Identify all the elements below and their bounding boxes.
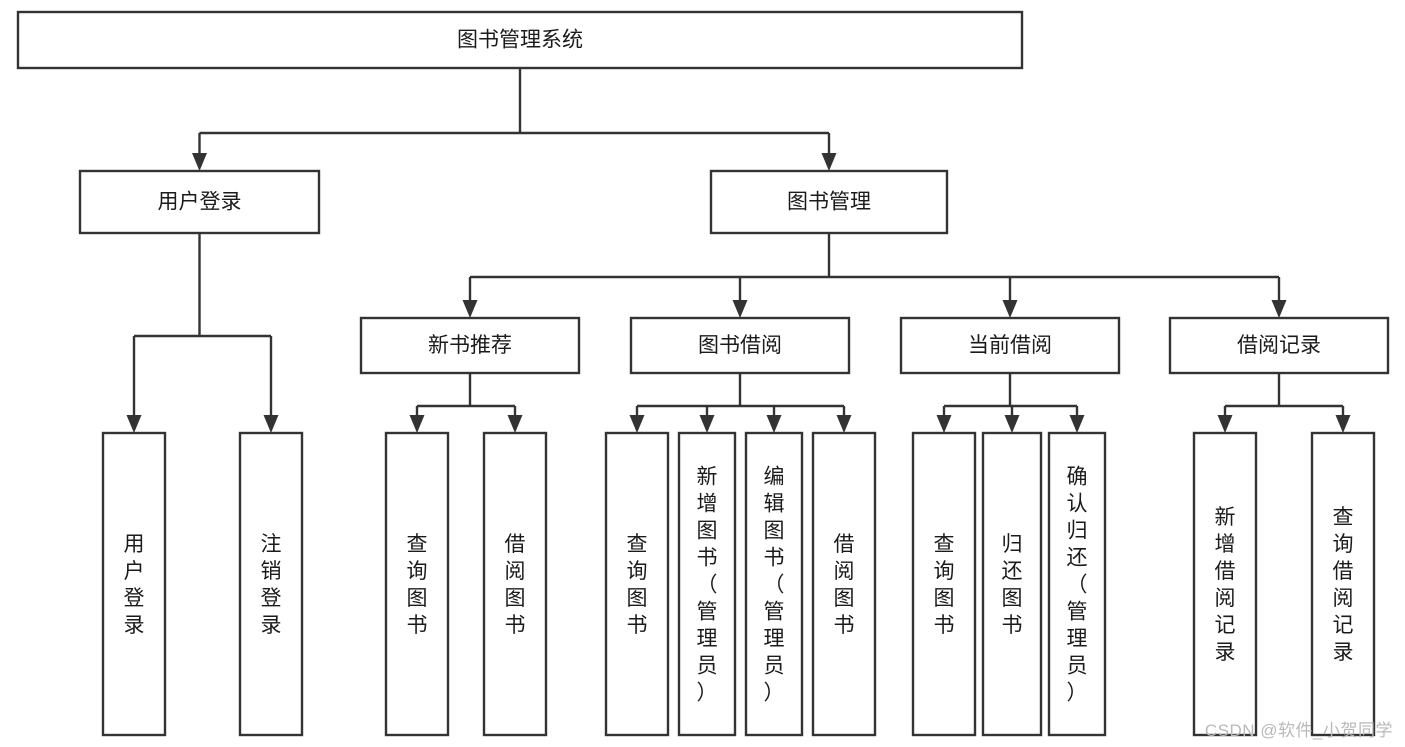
- node-layer: 图书管理系统用户登录图书管理新书推荐图书借阅当前借阅借阅记录用户登录注销登录查询…: [16, 10, 1390, 737]
- node-book-manage[interactable]: 图书管理: [709, 169, 949, 235]
- node-leaf-query-record[interactable]: 查询借阅记录: [1310, 431, 1376, 737]
- arrow-head-icon: [766, 415, 782, 433]
- node-box: [1047, 431, 1107, 737]
- arrow-head-icon: [462, 300, 478, 318]
- node-label: 借阅图书: [505, 533, 526, 637]
- arrow-head-icon: [263, 415, 279, 433]
- node-root[interactable]: 图书管理系统: [16, 10, 1024, 70]
- node-label: 图书管理: [787, 191, 871, 214]
- node-box: [384, 431, 450, 737]
- node-label: 借阅记录: [1237, 334, 1321, 357]
- arrow-head-icon: [1002, 300, 1018, 318]
- node-leaf-borrow-book-2[interactable]: 借阅图书: [811, 431, 877, 737]
- node-label: 查询图书: [627, 533, 648, 637]
- node-label: 注销登录: [261, 533, 282, 637]
- arrow-head-icon: [1271, 300, 1287, 318]
- arrow-head-icon: [126, 415, 142, 433]
- arrow-head-icon: [409, 415, 425, 433]
- connector-layer: [126, 68, 1351, 433]
- arrow-head-icon: [732, 300, 748, 318]
- node-label: 用户登录: [124, 533, 145, 637]
- arrow-head-icon: [836, 415, 852, 433]
- node-box: [709, 169, 949, 235]
- node-label: 确认归还（管理员）: [1067, 466, 1088, 705]
- arrow-head-icon: [1335, 415, 1351, 433]
- node-label: 归还图书: [1002, 533, 1023, 637]
- node-box: [677, 431, 737, 737]
- node-box: [981, 431, 1043, 737]
- node-box: [1310, 431, 1376, 737]
- node-leaf-query-book-3[interactable]: 查询图书: [911, 431, 977, 737]
- node-label: 借阅图书: [834, 533, 855, 637]
- node-box: [899, 316, 1121, 375]
- arrow-head-icon: [629, 415, 645, 433]
- arrow-head-icon: [192, 153, 207, 171]
- node-leaf-query-book-2[interactable]: 查询图书: [604, 431, 670, 737]
- arrow-head-icon: [699, 415, 715, 433]
- node-label: 查询图书: [934, 533, 955, 637]
- node-leaf-user-login[interactable]: 用户登录: [101, 431, 167, 737]
- node-label: 新书推荐: [428, 334, 512, 357]
- node-box: [238, 431, 304, 737]
- node-leaf-borrow-book-1[interactable]: 借阅图书: [482, 431, 548, 737]
- node-box: [1192, 431, 1258, 737]
- node-book-borrow[interactable]: 图书借阅: [629, 316, 851, 375]
- node-box: [1168, 316, 1390, 375]
- node-box: [811, 431, 877, 737]
- node-label: 新增图书（管理员）: [697, 466, 718, 705]
- node-label: 用户登录: [158, 191, 242, 214]
- node-box: [78, 169, 321, 235]
- arrow-head-icon: [936, 415, 952, 433]
- node-label: 查询图书: [407, 533, 428, 637]
- node-leaf-return-book[interactable]: 归还图书: [981, 431, 1043, 737]
- node-leaf-edit-book[interactable]: 编辑图书（管理员）: [744, 431, 804, 737]
- node-box: [482, 431, 548, 737]
- node-label: 新增借阅记录: [1215, 506, 1236, 664]
- arrow-head-icon: [1217, 415, 1233, 433]
- node-label: 查询借阅记录: [1333, 506, 1354, 664]
- node-box: [744, 431, 804, 737]
- node-box: [16, 10, 1024, 70]
- arrow-head-icon: [1069, 415, 1085, 433]
- node-label: 图书管理系统: [457, 29, 583, 52]
- node-current-borrow[interactable]: 当前借阅: [899, 316, 1121, 375]
- node-box: [629, 316, 851, 375]
- arrow-head-icon: [507, 415, 523, 433]
- node-box: [911, 431, 977, 737]
- node-leaf-query-book-1[interactable]: 查询图书: [384, 431, 450, 737]
- arrow-head-icon: [821, 153, 837, 171]
- node-new-book-rec[interactable]: 新书推荐: [359, 316, 581, 375]
- node-box: [359, 316, 581, 375]
- node-leaf-add-book[interactable]: 新增图书（管理员）: [677, 431, 737, 737]
- node-leaf-logout-login[interactable]: 注销登录: [238, 431, 304, 737]
- node-box: [604, 431, 670, 737]
- node-borrow-record[interactable]: 借阅记录: [1168, 316, 1390, 375]
- node-label: 当前借阅: [968, 334, 1052, 357]
- arrow-head-icon: [1004, 415, 1020, 433]
- node-user-login[interactable]: 用户登录: [78, 169, 321, 235]
- node-label: 编辑图书（管理员）: [764, 466, 785, 705]
- node-box: [101, 431, 167, 737]
- node-leaf-add-record[interactable]: 新增借阅记录: [1192, 431, 1258, 737]
- node-label: 图书借阅: [698, 334, 782, 357]
- node-leaf-confirm-return[interactable]: 确认归还（管理员）: [1047, 431, 1107, 737]
